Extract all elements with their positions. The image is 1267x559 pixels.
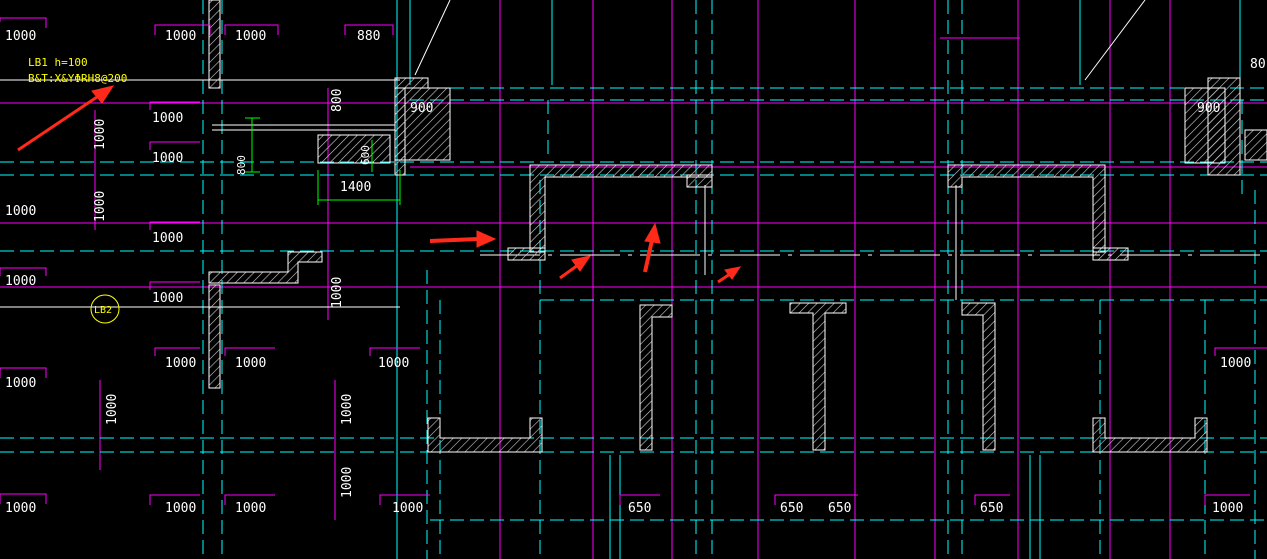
white-lines <box>0 0 1267 308</box>
slab-tag: LB2 <box>94 305 112 316</box>
dim-left-6: 1000 <box>1220 356 1251 371</box>
dim-col3-4: 1000 <box>235 501 266 516</box>
dim-bottom-2: 650 <box>780 501 803 516</box>
slab-annotation: LB1 h=100 B&T:X&YΦRH8@200 LB2 <box>28 56 127 324</box>
dim-mid-4: 1000 <box>340 394 355 425</box>
dim-green-1400: 1400 <box>340 180 371 195</box>
arrow-icon <box>559 255 592 280</box>
dim-col2-3: 1000 <box>152 151 183 166</box>
dim-bottom-1: 650 <box>628 501 651 516</box>
dim-green-600: 600 <box>359 145 372 165</box>
red-arrows <box>17 85 742 284</box>
rebar-label: B&T:X&YΦRH8@200 <box>28 72 127 85</box>
dim-top-4: 900 <box>1197 101 1220 116</box>
slab-tag-circle <box>90 294 120 324</box>
dim-col2-5: 1000 <box>152 291 183 306</box>
slab-label: LB1 h=100 <box>28 56 88 69</box>
green-dimension-labels: 1400 800 600 <box>235 145 372 195</box>
dim-top-3: 900 <box>410 101 433 116</box>
dim-green-800: 800 <box>235 155 248 175</box>
arrow-icon <box>643 222 661 273</box>
dim-left-2: 1000 <box>5 204 36 219</box>
dim-left-5: 1000 <box>5 501 36 516</box>
dim-top-1: 880 <box>357 29 380 44</box>
dim-col2-4: 1000 <box>152 231 183 246</box>
arrow-icon <box>717 266 742 284</box>
magenta-dimension-frames <box>0 17 1267 505</box>
dim-left-1: 1000 <box>5 29 36 44</box>
hatched-walls <box>208 0 1267 453</box>
arrow-icon <box>429 230 497 248</box>
dim-mid-2: 1000 <box>378 356 409 371</box>
dim-col3-2: 1000 <box>235 356 266 371</box>
dim-bottom-3: 650 <box>828 501 851 516</box>
dimension-labels: 1000 1000 1000 1000 1000 1000 1000 1000 … <box>5 29 1266 516</box>
dim-mid-5: 1000 <box>340 467 355 498</box>
dim-left-3: 1000 <box>5 274 36 289</box>
dim-top-5: 80 <box>1250 57 1266 72</box>
dim-col3-1: 1000 <box>235 29 266 44</box>
dim-col2-1: 1000 <box>165 29 196 44</box>
dim-left-4: 1000 <box>5 376 36 391</box>
arrow-icon <box>17 85 115 152</box>
dim-left-vertical-1: 1000 <box>93 119 108 150</box>
dim-col2-6: 1000 <box>165 356 196 371</box>
dim-col3-3: 1000 <box>165 501 196 516</box>
dim-bottom-6: 1000 <box>1212 501 1243 516</box>
dim-mid-1: 1000 <box>330 277 345 308</box>
dim-col2-2: 1000 <box>152 111 183 126</box>
dim-left-vertical-2: 1000 <box>93 191 108 222</box>
dim-mid-3: 1000 <box>105 394 120 425</box>
green-dimensions <box>245 117 401 205</box>
dim-bottom-5: 1000 <box>392 501 423 516</box>
dim-bottom-4: 650 <box>980 501 1003 516</box>
dim-top-2: 800 <box>330 89 345 112</box>
